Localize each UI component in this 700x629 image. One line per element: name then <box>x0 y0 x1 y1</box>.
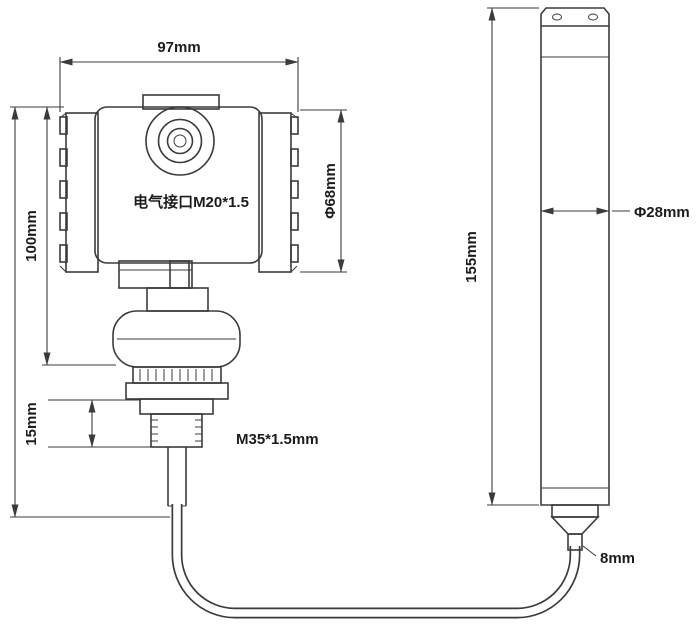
flange-step <box>139 398 214 415</box>
probe-bottom-step <box>551 504 599 518</box>
probe <box>540 7 610 551</box>
locknut <box>132 366 222 384</box>
thread-section <box>150 413 203 448</box>
mounting-bracket <box>118 260 193 289</box>
housing-right-cap <box>258 112 299 273</box>
flange-plate <box>125 382 229 400</box>
cable-entry-tube <box>167 447 187 507</box>
cable-gland <box>567 533 583 551</box>
label-cable-diameter: 8mm <box>600 550 635 567</box>
label-probe-length: 155mm <box>463 231 480 283</box>
process-connection: M35*1.5mm <box>112 260 319 448</box>
label-probe-diameter: Φ28mm <box>634 204 690 221</box>
connection-neck <box>146 287 209 312</box>
label-thread-spec: M35*1.5mm <box>236 431 319 448</box>
bracket-block <box>169 260 190 289</box>
dimension-thread-length: 15mm <box>23 399 153 448</box>
electrical-entry-circles <box>145 106 215 176</box>
housing-left-cap <box>59 112 99 273</box>
probe-taper <box>550 516 600 535</box>
label-thread-length: 15mm <box>23 402 40 445</box>
vent-hole-right <box>588 13 598 21</box>
dimension-probe-length: 155mm <box>463 7 539 506</box>
label-electrical-interface: 电气接口M20*1.5 <box>133 193 249 211</box>
dimension-housing-height: 100mm <box>23 106 116 366</box>
transmitter-housing: 电气接口M20*1.5 <box>59 94 299 273</box>
housing-top-boss <box>142 94 220 110</box>
vent-hole-left <box>552 13 562 21</box>
annotation-cable-diameter: 8mm <box>582 545 635 567</box>
dimension-housing-width: 97mm <box>59 39 299 112</box>
label-housing-diameter: Φ68mm <box>322 163 339 219</box>
housing-body <box>94 106 263 264</box>
cable-path <box>171 504 581 619</box>
dimension-housing-diameter: Φ68mm <box>300 109 347 273</box>
label-housing-height: 100mm <box>23 210 40 262</box>
cable <box>171 504 581 619</box>
dimension-probe-diameter: Φ28mm <box>540 204 690 221</box>
label-housing-width: 97mm <box>157 39 200 56</box>
dimension-overall-height <box>10 106 170 518</box>
probe-body <box>540 7 610 506</box>
